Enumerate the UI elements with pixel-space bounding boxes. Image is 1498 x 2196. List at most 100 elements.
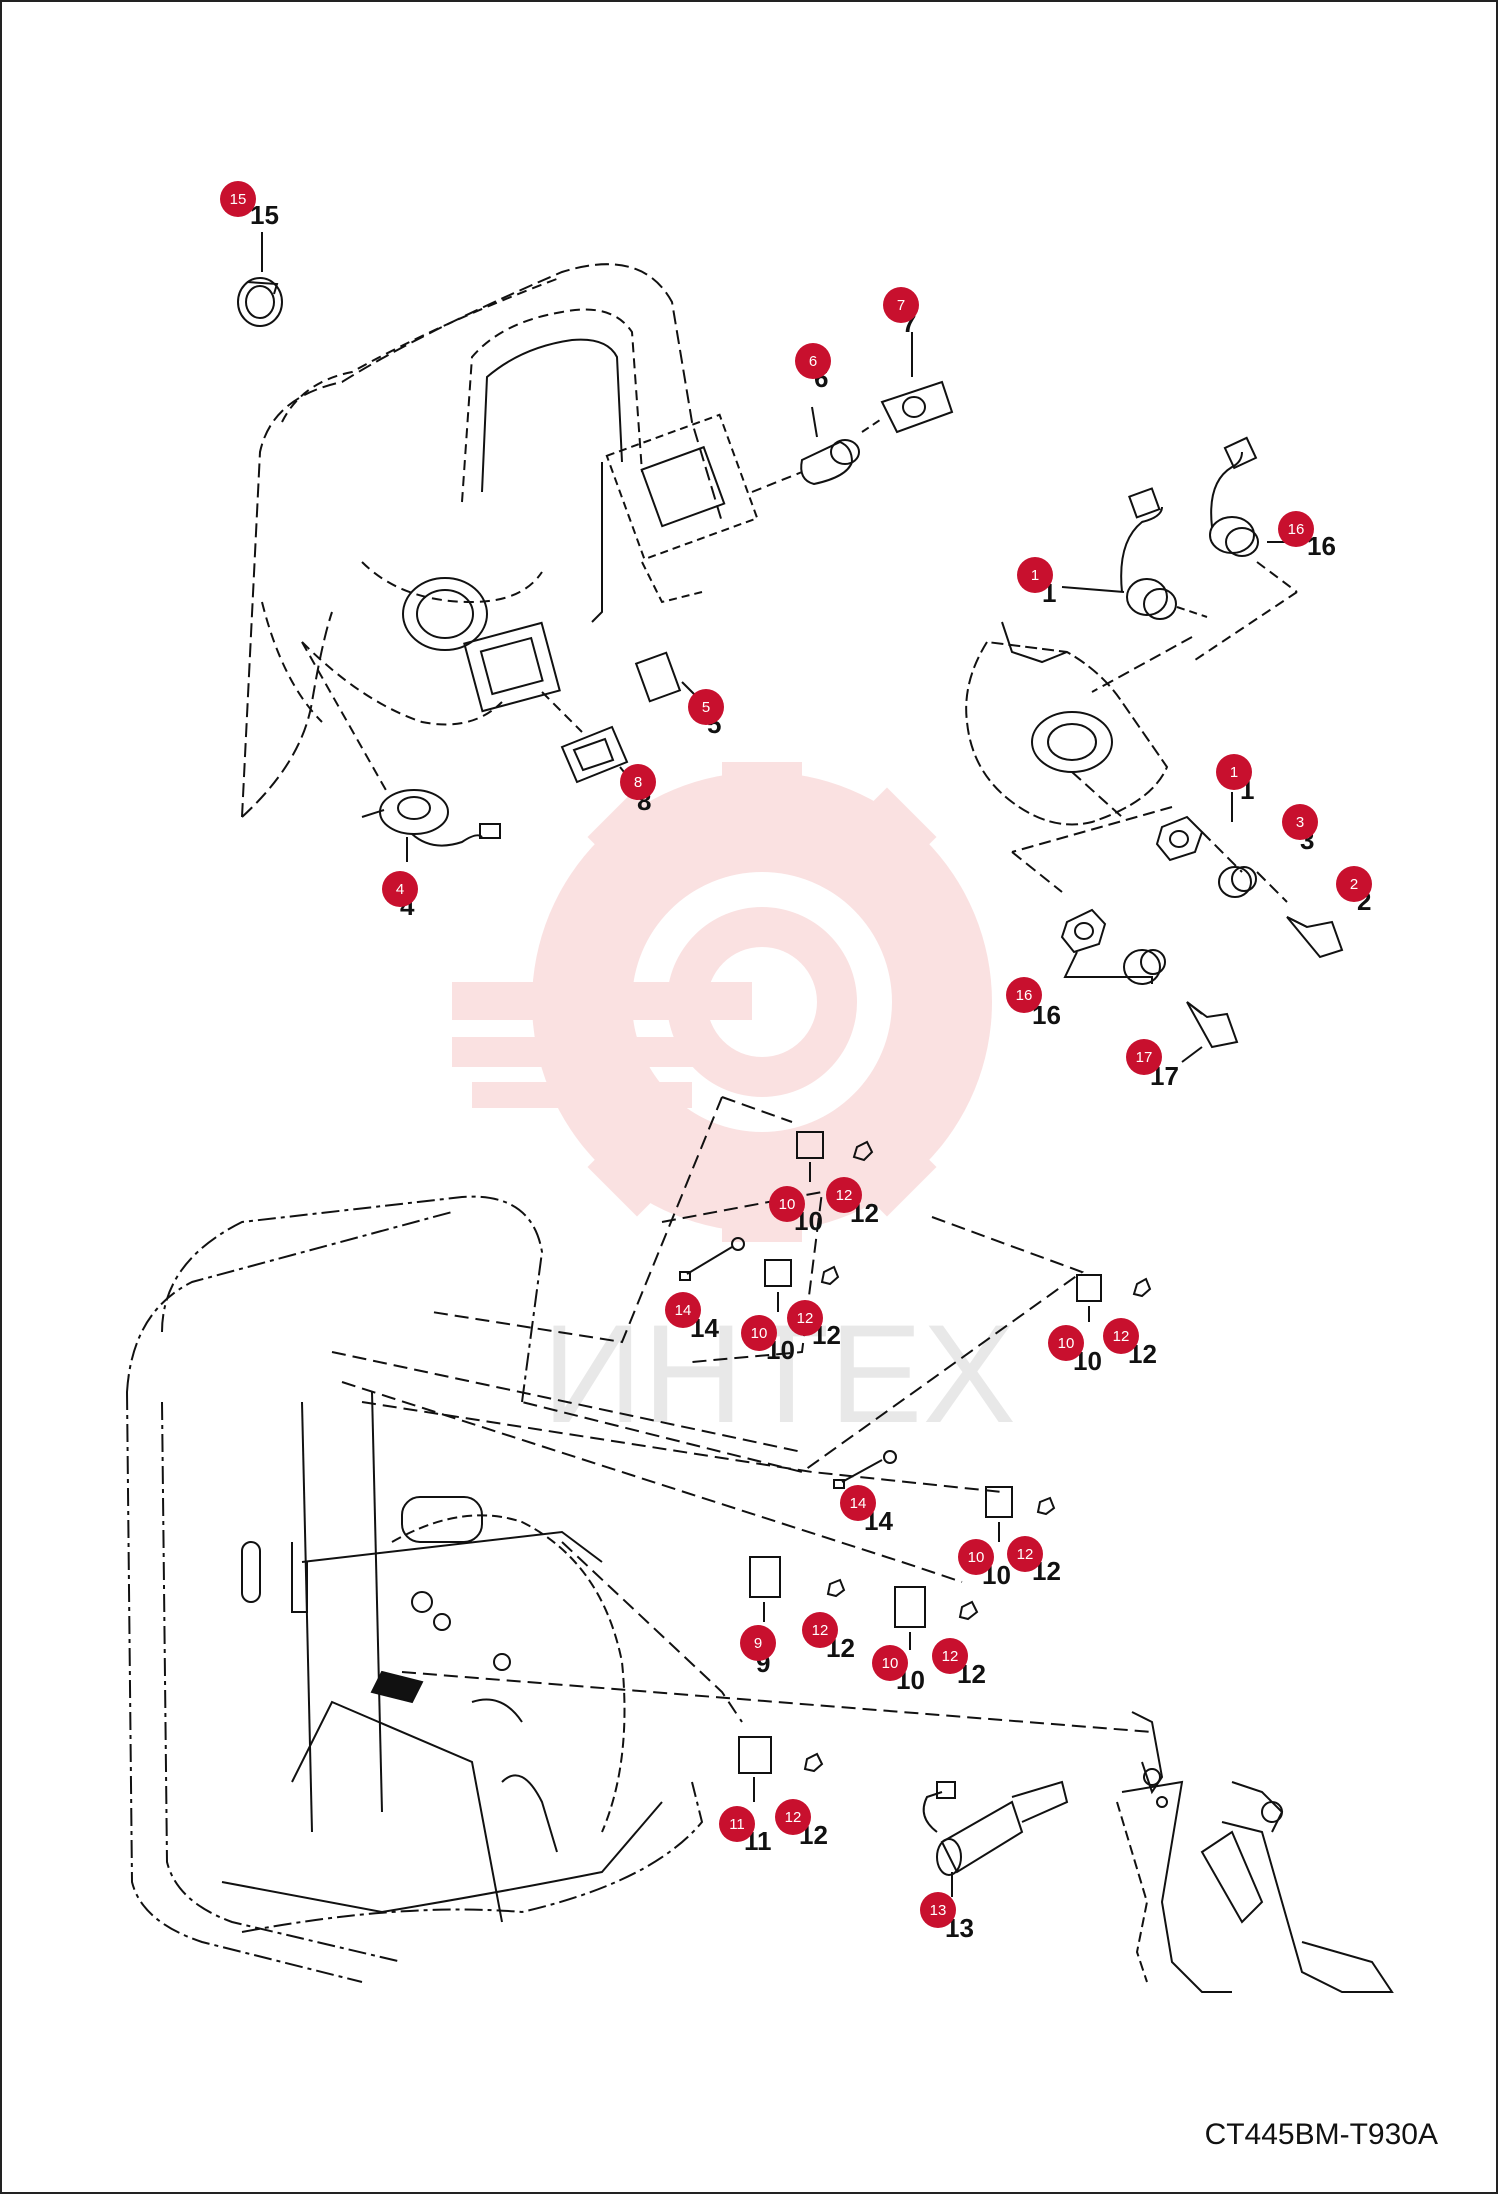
- nut-12-a: [852, 1140, 874, 1162]
- part-15-clamp: [237, 232, 283, 327]
- part-13-solenoid: [922, 1780, 1069, 1897]
- callout-badge-label: 16: [1288, 521, 1305, 538]
- callout-badge-circle: [741, 1315, 777, 1351]
- callout-badge-12[interactable]: 12: [802, 1612, 838, 1648]
- relay-10-d: [985, 1486, 1013, 1542]
- nut-12-f: [958, 1600, 979, 1621]
- callout-badge-10[interactable]: 10: [1048, 1325, 1084, 1361]
- cab-frame-drawing: [126, 1195, 704, 1983]
- callout-badge-12[interactable]: 12: [775, 1799, 811, 1835]
- callout-badge-2[interactable]: 2: [1336, 866, 1372, 902]
- callout-badge-label: 17: [1136, 1049, 1153, 1066]
- watermark-logo: ИНТЕХ: [452, 762, 1016, 1452]
- callout-badge-10[interactable]: 10: [872, 1645, 908, 1681]
- callout-badge-label: 16: [1016, 987, 1033, 1004]
- callout-badge-circle: [802, 1612, 838, 1648]
- part-17-key: [1181, 1001, 1239, 1063]
- nut-12-g: [803, 1752, 824, 1773]
- part-5-switch: [634, 651, 703, 703]
- callout-badge-label: 15: [230, 191, 247, 208]
- callout-badge-14[interactable]: 14: [665, 1292, 701, 1328]
- callout-badge-circle: [1282, 804, 1318, 840]
- callout-badge-label: 12: [812, 1622, 829, 1639]
- callout-badge-circle: [220, 181, 256, 217]
- callout-badge-label: 3: [1296, 814, 1304, 831]
- callout-badge-label: 12: [1017, 1546, 1034, 1563]
- part-2-key: [1286, 916, 1344, 959]
- drawing-code: CT445BM-T930A: [1204, 2118, 1438, 2151]
- relay-10-c: [1076, 1274, 1102, 1322]
- callout-badge-1[interactable]: 1: [1017, 557, 1053, 593]
- callout-badge-circle: [1126, 1039, 1162, 1075]
- callout-badge-label: 7: [897, 297, 905, 314]
- callout-badge-12[interactable]: 12: [932, 1638, 968, 1674]
- callout-badge-circle: [1007, 1536, 1043, 1572]
- callout-badge-circle: [872, 1645, 908, 1681]
- callout-badge-label: 10: [1058, 1335, 1075, 1352]
- callout-badge-3[interactable]: 3: [1282, 804, 1318, 840]
- callout-badge-16[interactable]: 16: [1006, 977, 1042, 1013]
- callout-badge-circle: [795, 343, 831, 379]
- callout-badge-circle: [840, 1485, 876, 1521]
- watermark-text: ИНТЕХ: [542, 1295, 1016, 1452]
- callout-badge-circle: [382, 871, 418, 907]
- relay-10-e: [894, 1586, 926, 1650]
- callout-badge-circle: [1216, 754, 1252, 790]
- callout-badge-circle: [1006, 977, 1042, 1013]
- callout-badge-13[interactable]: 13: [920, 1892, 956, 1928]
- callout-badge-circle: [883, 287, 919, 323]
- callout-badge-label: 12: [785, 1809, 802, 1826]
- callout-badge-circle: [769, 1186, 805, 1222]
- callout-badge-12[interactable]: 12: [787, 1300, 823, 1336]
- callout-badge-label: 10: [968, 1549, 985, 1566]
- part-1-upper: [1061, 487, 1208, 620]
- callout-badge-5[interactable]: 5: [688, 689, 724, 725]
- callout-badge-circle: [620, 764, 656, 800]
- relay-9: [749, 1556, 781, 1622]
- callout-badge-label: 14: [675, 1302, 692, 1319]
- callout-badge-1[interactable]: 1: [1216, 754, 1252, 790]
- callout-badge-12[interactable]: 12: [826, 1177, 862, 1213]
- callout-badge-circle: [787, 1300, 823, 1336]
- callout-badge-label: 9: [754, 1635, 762, 1652]
- callout-badge-label: 1: [1031, 567, 1039, 584]
- callout-badge-label: 10: [882, 1655, 899, 1672]
- callout-badge-circle: [920, 1892, 956, 1928]
- callout-badge-10[interactable]: 10: [741, 1315, 777, 1351]
- callout-badge-circle: [1048, 1325, 1084, 1361]
- callout-badge-10[interactable]: 10: [958, 1539, 994, 1575]
- callout-badge-12[interactable]: 12: [1103, 1318, 1139, 1354]
- resistor-14-a: [679, 1237, 745, 1281]
- part-6-lighter: [751, 406, 860, 493]
- callout-badge-15[interactable]: 15: [220, 181, 256, 217]
- nut-12-e: [826, 1578, 846, 1598]
- callout-badge-circle: [1103, 1318, 1139, 1354]
- callout-badge-label: 12: [797, 1310, 814, 1327]
- callout-badge-10[interactable]: 10: [769, 1186, 805, 1222]
- pedals-drawing: [1116, 1711, 1394, 1993]
- part-4-ignition-switch: [301, 641, 501, 862]
- callout-badge-circle: [665, 1292, 701, 1328]
- callout-badge-label: 13: [930, 1902, 947, 1919]
- callout-badge-14[interactable]: 14: [840, 1485, 876, 1521]
- callout-badge-9[interactable]: 9: [740, 1625, 776, 1661]
- relay-10-b: [764, 1259, 792, 1312]
- callout-badge-label: 1: [1230, 764, 1238, 781]
- callout-badge-8[interactable]: 8: [620, 764, 656, 800]
- callout-badge-11[interactable]: 11: [719, 1806, 755, 1842]
- callout-badge-label: 10: [751, 1325, 768, 1342]
- part-1-lower-nut: [1155, 792, 1233, 862]
- callout-badge-6[interactable]: 6: [795, 343, 831, 379]
- callout-badge-label: 14: [850, 1495, 867, 1512]
- callout-badge-circle: [719, 1806, 755, 1842]
- callout-badge-label: 12: [836, 1187, 853, 1204]
- callout-badge-circle: [1278, 511, 1314, 547]
- part-16-lower-set: [1060, 908, 1166, 985]
- callout-badge-17[interactable]: 17: [1126, 1039, 1162, 1075]
- callout-badge-7[interactable]: 7: [883, 287, 919, 323]
- callout-badge-16[interactable]: 16: [1278, 511, 1314, 547]
- callout-badge-label: 8: [634, 774, 642, 791]
- callout-badge-4[interactable]: 4: [382, 871, 418, 907]
- callout-badge-12[interactable]: 12: [1007, 1536, 1043, 1572]
